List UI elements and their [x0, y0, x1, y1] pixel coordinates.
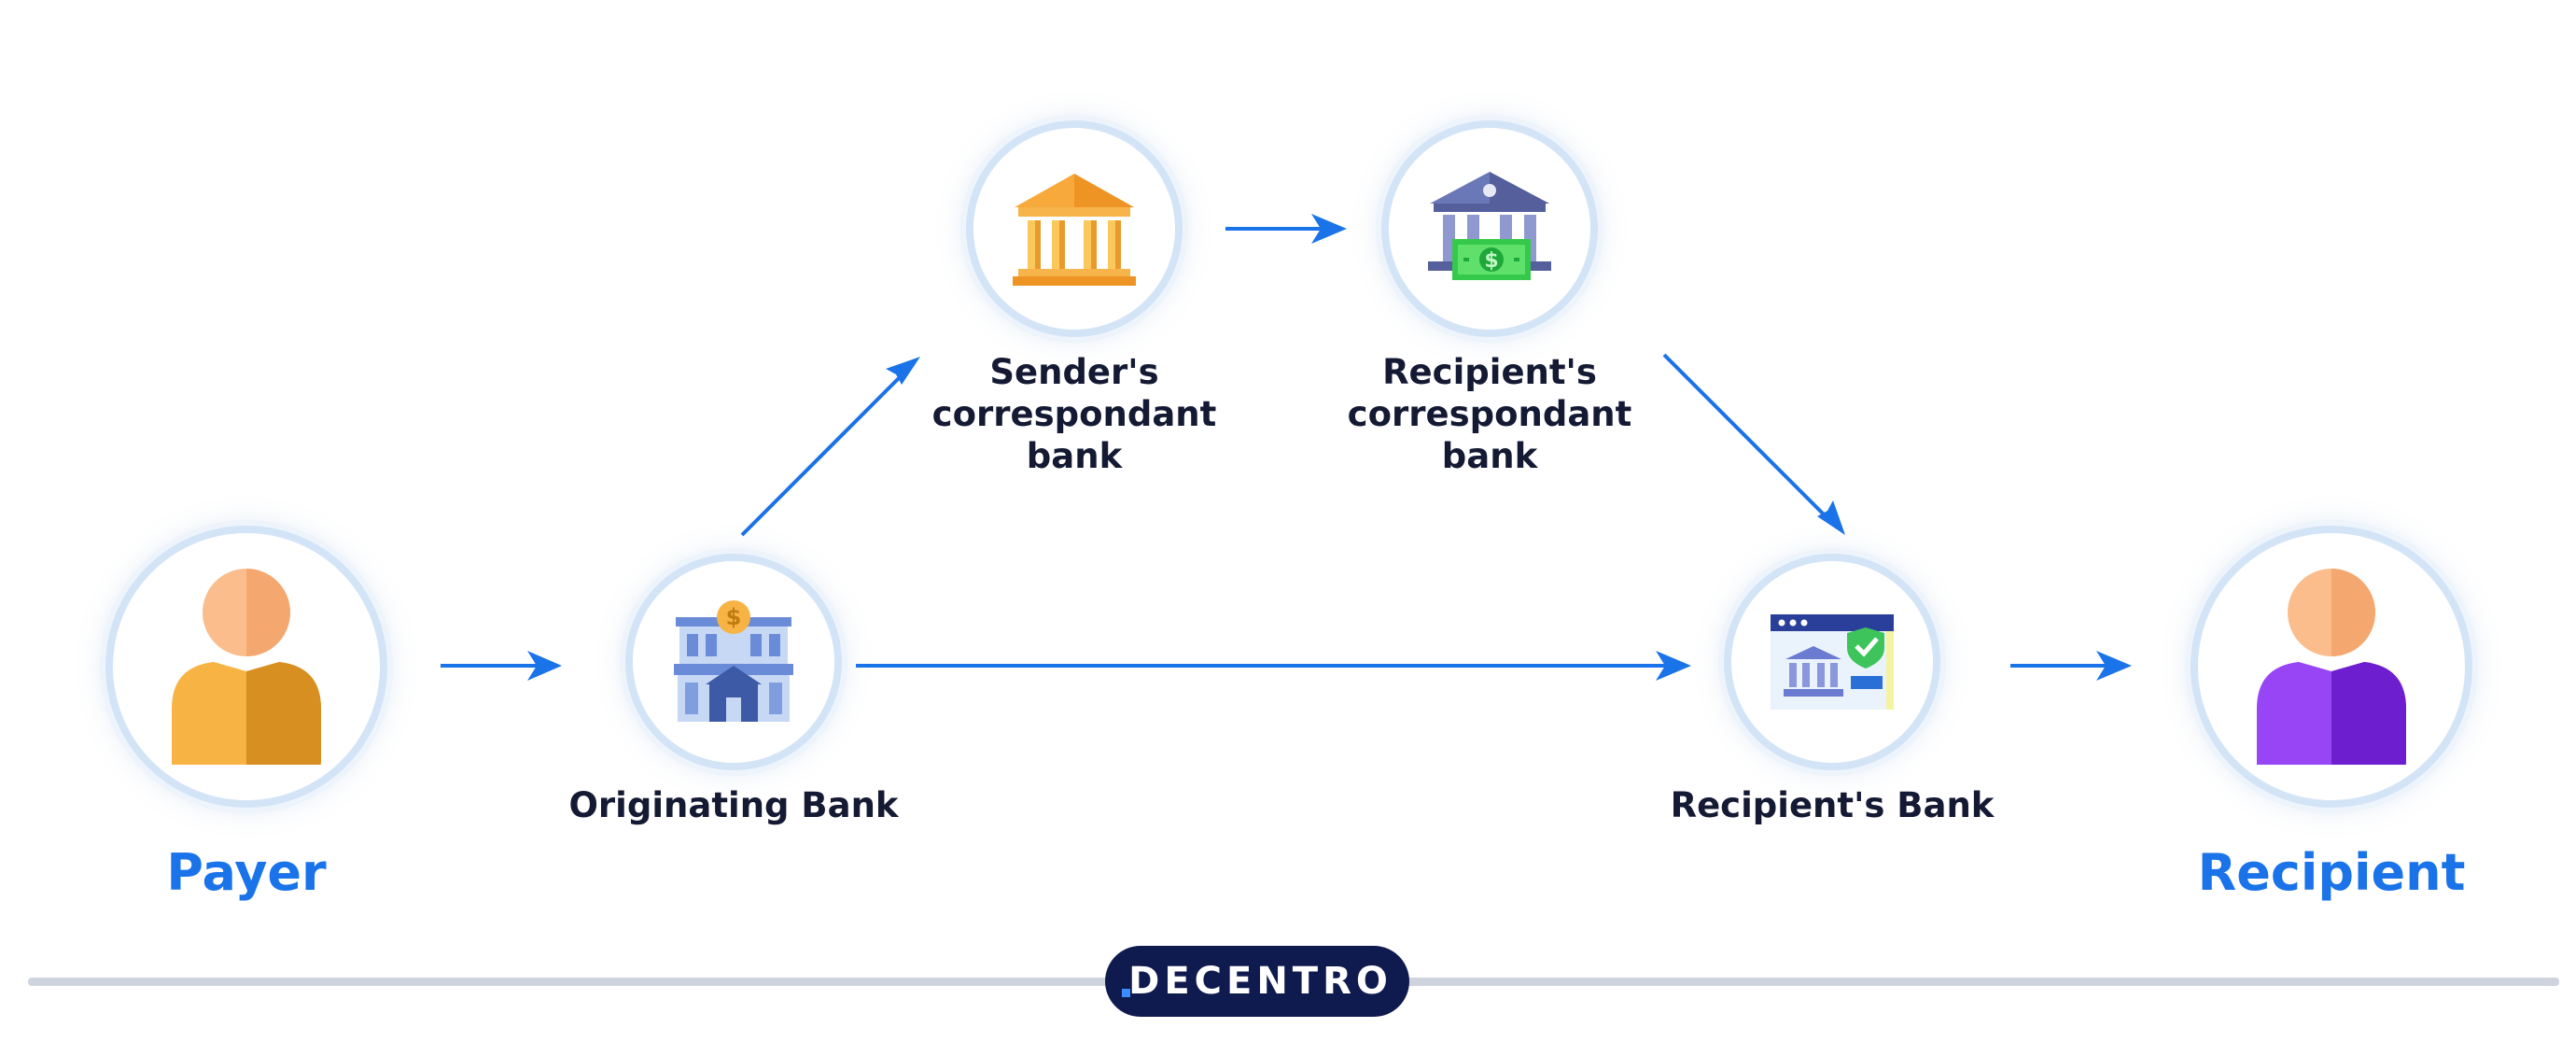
brand-logo: DECENTRO — [1105, 946, 1409, 1017]
recipients-correspondant-bank-node: $ — [1381, 120, 1598, 337]
payer-node — [105, 526, 387, 808]
senders-label-line-2: correspondant — [931, 394, 1217, 434]
arrow-recipients-correspondant-to-recipients-bank — [1662, 353, 1831, 522]
originating-bank-node: $ — [625, 554, 842, 770]
recipient-node — [2191, 526, 2472, 808]
recipients-corr-label-line-2: correspondant — [1347, 394, 1632, 434]
bank-pillars-icon — [1013, 174, 1136, 286]
arrow-recipients-correspondant-to-recipients-bank-head — [1817, 500, 1845, 535]
svg-text:$: $ — [1484, 249, 1498, 273]
bank-money-icon: $ — [1428, 172, 1551, 280]
online-bank-icon — [1771, 614, 1894, 710]
brand-dot-icon — [1122, 988, 1131, 997]
payer-label: Payer — [166, 843, 327, 902]
arrow-payer-to-originating-bank-head — [527, 651, 562, 681]
senders-label-line-1: Sender's — [989, 352, 1159, 392]
senders-label-line-3: bank — [1026, 436, 1123, 476]
recipients-bank-node — [1724, 554, 1940, 770]
person-icon — [172, 569, 321, 765]
recipients-corr-label-line-3: bank — [1441, 436, 1538, 476]
senders-correspondant-bank-node — [966, 120, 1183, 337]
recipients-correspondant-bank-label: Recipient's correspondant bank — [1348, 351, 1632, 477]
recipients-bank-label: Recipient's Bank — [1670, 785, 1995, 825]
senders-correspondant-bank-label: Sender's correspondant bank — [932, 351, 1217, 477]
svg-text:$: $ — [726, 604, 742, 630]
originating-bank-label: Originating Bank — [568, 785, 899, 825]
brand-text: DECENTRO — [1128, 960, 1393, 1003]
arrow-originating-to-senders-correspondant — [740, 365, 912, 537]
recipients-corr-label-line-1: Recipient's — [1382, 352, 1597, 392]
arrow-senders-to-recipients-correspondant-head — [1311, 214, 1347, 244]
arrow-originating-to-senders-correspondant-head — [886, 357, 920, 385]
recipient-label: Recipient — [2197, 843, 2466, 902]
arrow-recipients-bank-to-recipient-head — [2096, 651, 2132, 681]
person-icon — [2257, 569, 2406, 765]
arrow-originating-to-recipients-bank-head — [1656, 651, 1691, 681]
bank-building-icon: $ — [674, 600, 793, 722]
